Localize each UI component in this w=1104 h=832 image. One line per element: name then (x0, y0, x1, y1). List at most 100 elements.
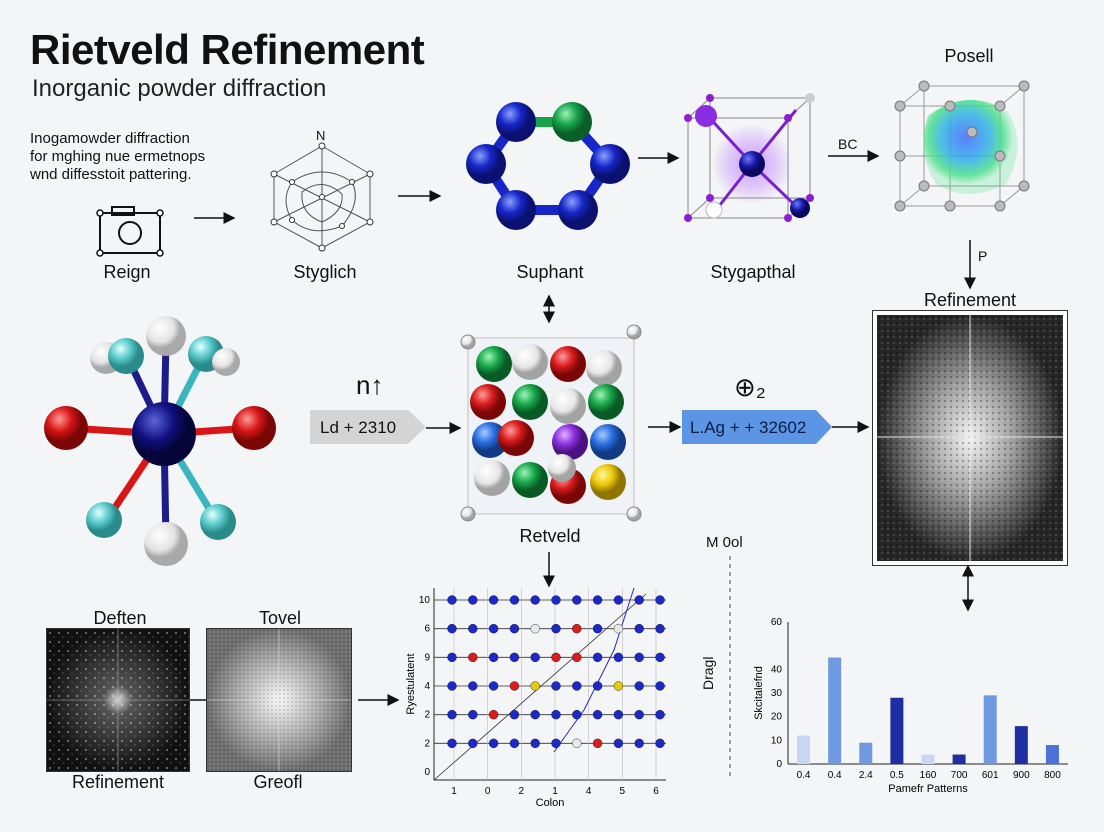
lattice-point (468, 681, 478, 691)
lattice-point (551, 652, 561, 663)
density-cube-icon (888, 76, 1038, 231)
refinement-label: Refinement (923, 290, 1017, 310)
page-title: Rietveld Refinement (30, 26, 425, 73)
lattice-point (634, 681, 644, 691)
lattice-point (488, 652, 499, 663)
refinement-bottom-label: Refinement (71, 772, 165, 792)
lag-tag-text: L.Ag + + 32602 (690, 418, 807, 437)
y-tick-label: 10 (419, 595, 431, 606)
lattice-point (468, 738, 478, 749)
lattice-point (592, 652, 603, 663)
y-axis-label: Ryestulatent (405, 653, 417, 714)
stygaphal-label: Stygapthal (710, 262, 796, 282)
wireframe-network-icon (262, 142, 382, 257)
y-tick-label: 0 (424, 767, 430, 778)
x-tick-label: 900 (1013, 770, 1030, 781)
lattice-point (530, 738, 540, 749)
lattice-point (509, 623, 520, 634)
y-tick-label: 2 (424, 738, 430, 749)
x-tick-label: 800 (1044, 770, 1061, 781)
lattice-point (572, 738, 582, 749)
lattice-point (592, 681, 603, 691)
n-symbol: n↑ (356, 370, 384, 400)
lattice-point (488, 709, 499, 720)
lattice-point (655, 709, 665, 720)
bc-label: BC (838, 136, 858, 152)
lattice-point (655, 623, 665, 634)
lattice-point (468, 623, 478, 634)
lattice-point (655, 738, 665, 749)
trend-line (553, 587, 635, 753)
lattice-point (509, 595, 520, 605)
p-label: P (978, 248, 988, 264)
lattice-point (613, 681, 624, 691)
tag-arrow-shape (682, 410, 832, 444)
lattice-point (530, 623, 540, 634)
y-axis-label: Skcitalefnd (753, 666, 765, 720)
x-tick-label: 2 (519, 786, 525, 797)
lattice-point (530, 652, 540, 663)
n-label: N (316, 128, 326, 143)
lattice-point (572, 595, 582, 605)
lattice-point (572, 681, 582, 691)
suphant-label: Suphant (516, 262, 584, 282)
deften-label: Deften (93, 608, 147, 628)
bar (1045, 745, 1059, 764)
posell-label: Posell (944, 46, 994, 66)
lattice-point (509, 709, 520, 720)
intro-text: Inogamowder diffraction for mghing nue e… (30, 130, 270, 184)
lattice-point (655, 595, 665, 605)
lattice-point (613, 709, 624, 720)
lattice-point (530, 595, 540, 605)
ball-cube-icon (458, 322, 648, 527)
x-tick-label: 6 (653, 786, 659, 797)
intro-line: wnd diffesstoit pattering. (30, 166, 192, 183)
plus-two-symbol: ⊕₂ (734, 372, 766, 402)
y-tick-label: 40 (771, 664, 783, 675)
lattice-point (530, 709, 540, 720)
x-tick-label: 1 (552, 786, 558, 797)
tag-arrow-shape (310, 410, 426, 444)
lattice-point (509, 738, 520, 749)
lattice-point (613, 623, 624, 634)
lattice-point (447, 595, 457, 605)
camera-icon (96, 205, 166, 264)
lattice-point (655, 681, 665, 691)
lattice-point (592, 709, 603, 720)
retveld-label: Retveld (519, 526, 581, 546)
lattice-point (634, 623, 644, 634)
reign-label: Reign (103, 262, 151, 282)
lattice-point (509, 652, 520, 663)
m001-label: M 0ol (706, 534, 743, 551)
lattice-point (655, 652, 665, 663)
intro-line: for mghing nue ermetnops (30, 148, 206, 165)
lattice-point (551, 709, 561, 720)
lattice-point (592, 738, 603, 749)
lattice-point (468, 709, 478, 720)
x-tick-label: 2.4 (859, 770, 873, 781)
bar (890, 697, 904, 764)
lattice-point (613, 652, 624, 663)
x-tick-label: 160 (920, 770, 937, 781)
lattice-point (613, 595, 624, 605)
lattice-point (592, 595, 603, 605)
lattice-point (551, 595, 561, 605)
x-tick-label: 601 (982, 770, 999, 781)
lattice-point (551, 623, 561, 634)
lattice-point (634, 738, 644, 749)
lattice-point (447, 709, 457, 720)
x-tick-label: 700 (951, 770, 968, 781)
y-tick-label: 30 (771, 688, 783, 699)
bar (859, 742, 873, 764)
bar (828, 657, 842, 764)
intro-line: Inogamowder diffraction (30, 130, 190, 147)
lattice-point (488, 595, 499, 605)
x-axis-label: Pamefr Patterns (888, 783, 968, 795)
bar (1014, 726, 1028, 764)
star-molecule-icon (40, 306, 290, 581)
trend-line (433, 593, 647, 781)
bar (921, 754, 935, 764)
lattice-point (613, 738, 624, 749)
lattice-point (488, 681, 499, 691)
